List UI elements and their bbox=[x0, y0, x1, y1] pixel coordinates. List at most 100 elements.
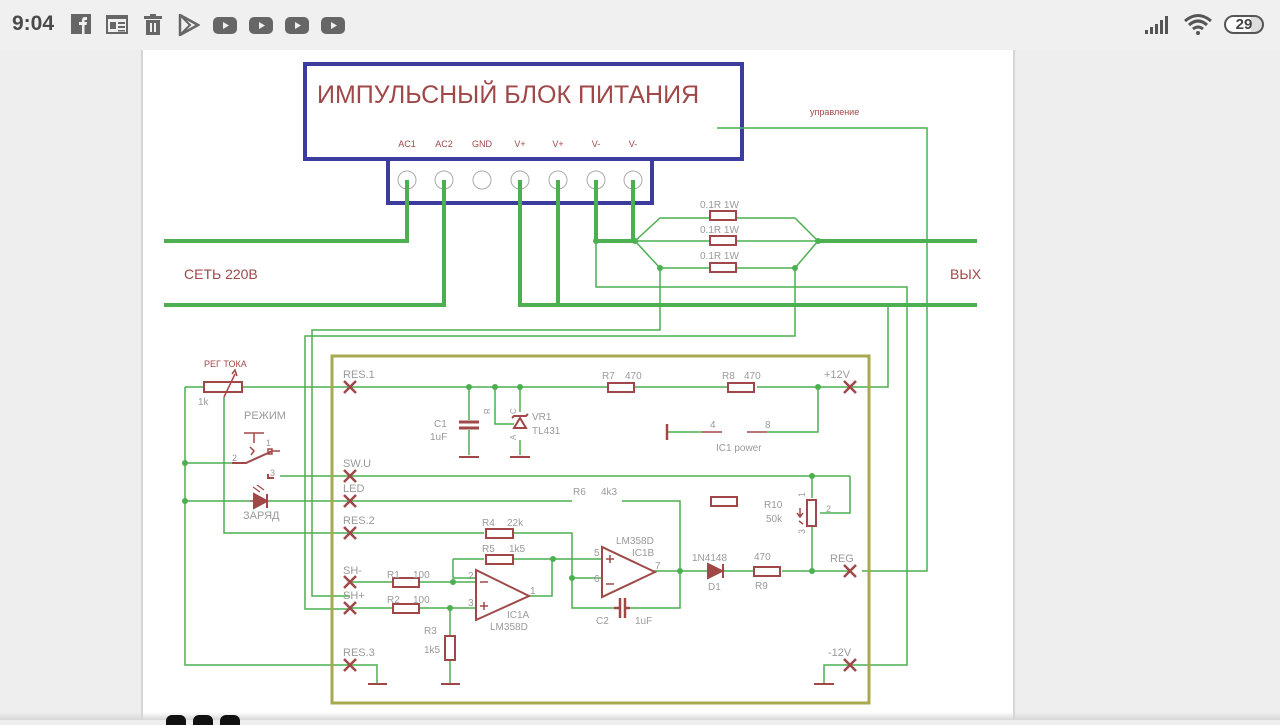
component-value: 1uF bbox=[430, 432, 447, 443]
charge-led: ЗАРЯД bbox=[243, 484, 280, 522]
youtube-icon[interactable] bbox=[249, 17, 273, 34]
psu-pin-label: AC2 bbox=[435, 139, 453, 149]
pad-label: SH- bbox=[343, 565, 362, 577]
trash-icon[interactable] bbox=[143, 14, 163, 35]
component-name: R4 bbox=[482, 518, 495, 529]
nav-handle bbox=[166, 715, 186, 725]
capacitor-c1: C1 1uF bbox=[430, 419, 479, 458]
component-name: R7 bbox=[602, 371, 615, 382]
capacitor-c2 bbox=[614, 598, 630, 618]
status-time: 9:04 bbox=[12, 12, 55, 35]
pin-label: 8 bbox=[765, 420, 771, 431]
trimmer-r10 bbox=[806, 499, 817, 527]
component-name: R3 bbox=[424, 626, 437, 637]
pin-label: 2 bbox=[826, 504, 831, 514]
pad-label: RES.2 bbox=[343, 515, 375, 527]
pad-label: -12V bbox=[828, 647, 852, 659]
component-name: VR1 bbox=[532, 412, 552, 423]
pin-label: 3 bbox=[797, 529, 807, 534]
trimmer-arrow-icon bbox=[796, 508, 804, 525]
component-value: LM358D bbox=[490, 622, 528, 633]
board-pads: RES.1 SW.U LED RES.2 SH- SH+ RES.3 +12V … bbox=[342, 369, 858, 673]
shunt-resistor bbox=[709, 235, 737, 246]
pin-label: 1 bbox=[797, 492, 807, 497]
component-value: TL431 bbox=[532, 426, 561, 437]
resistor-r7 bbox=[607, 382, 635, 393]
control-board-outline bbox=[330, 354, 871, 705]
switch-pin: 2 bbox=[232, 453, 237, 463]
pin-label: 2 bbox=[468, 571, 474, 582]
shunt-label: 0.1R 1W bbox=[700, 251, 739, 262]
component-value: 100 bbox=[413, 570, 430, 581]
bottom-bar-shadow bbox=[0, 712, 1280, 720]
shunt-resistor bbox=[709, 262, 737, 273]
pad-label: SH+ bbox=[343, 590, 365, 602]
battery-indicator: 29 bbox=[1224, 15, 1264, 34]
resistor-r8 bbox=[727, 382, 755, 393]
facebook-icon[interactable] bbox=[71, 14, 91, 34]
pad-label: RES.1 bbox=[343, 369, 375, 381]
shunt-resistor bbox=[709, 210, 737, 221]
component-name: C2 bbox=[596, 616, 609, 627]
status-bar: 9:04 29 bbox=[0, 0, 1280, 50]
pin-label: 7 bbox=[655, 561, 661, 572]
pin-label: 1 bbox=[530, 586, 536, 597]
youtube-icon[interactable] bbox=[213, 17, 237, 34]
pin-label: 4 bbox=[710, 420, 716, 431]
pad-label: REG bbox=[830, 553, 854, 565]
pot-label: РЕГ ТОКА bbox=[204, 359, 247, 369]
psu-pin-label: V- bbox=[629, 139, 638, 149]
resistor-r2 bbox=[392, 603, 420, 614]
resistor-r6 bbox=[710, 496, 738, 507]
resistor-r5 bbox=[485, 554, 514, 565]
news-icon[interactable] bbox=[106, 14, 128, 34]
pin-label: 5 bbox=[594, 548, 600, 559]
control-label: управление bbox=[810, 107, 859, 117]
component-name: R10 bbox=[764, 500, 783, 511]
nav-handle bbox=[193, 715, 213, 725]
pot-value: 1k bbox=[198, 397, 210, 408]
psu-pin-label: V- bbox=[592, 139, 601, 149]
power-wires bbox=[164, 180, 977, 307]
pad-label: RES.3 bbox=[343, 647, 375, 659]
youtube-icon[interactable] bbox=[285, 17, 309, 34]
youtube-icon[interactable] bbox=[321, 17, 345, 34]
psu-pin-label: V+ bbox=[552, 139, 563, 149]
component-name: D1 bbox=[708, 582, 721, 593]
wifi-icon bbox=[1184, 14, 1212, 35]
pin-label: 6 bbox=[594, 574, 600, 585]
component-value: LM358D bbox=[616, 536, 654, 547]
component-value: 1N4148 bbox=[692, 553, 727, 564]
pin-label: R bbox=[483, 408, 492, 414]
schematic-diagram: ИМПУЛЬСНЫЙ БЛОК ПИТАНИЯ AC1 AC2 GND V+ V… bbox=[164, 62, 982, 705]
ic-power-label: IC1 power bbox=[716, 443, 762, 454]
play-store-icon[interactable] bbox=[178, 14, 200, 36]
pin-label: 3 bbox=[468, 598, 474, 609]
switch-pin: 3 bbox=[270, 468, 275, 478]
component-value: 1k5 bbox=[509, 544, 526, 555]
pin-label: A bbox=[509, 434, 518, 440]
component-name: C1 bbox=[434, 419, 447, 430]
component-name: R2 bbox=[387, 595, 400, 606]
opamp-ic1a: 2 3 1 IC1A LM358D bbox=[468, 568, 536, 633]
component-value: 4k3 bbox=[601, 487, 618, 498]
component-value: 470 bbox=[744, 371, 761, 382]
resistor-r1 bbox=[392, 577, 420, 588]
ic1-power: 4 8 IC1 power bbox=[665, 420, 771, 454]
switch-pin: 1 bbox=[266, 438, 271, 448]
signal-icon bbox=[1145, 16, 1168, 34]
nav-handle bbox=[220, 715, 240, 725]
component-value: 50k bbox=[766, 514, 783, 525]
component-name: R1 bbox=[387, 570, 400, 581]
led-label: ЗАРЯД bbox=[243, 510, 280, 522]
signal-wires bbox=[184, 127, 928, 684]
psu-title: ИМПУЛЬСНЫЙ БЛОК ПИТАНИЯ bbox=[317, 79, 699, 109]
mains-label: СЕТЬ 220В bbox=[184, 266, 258, 282]
diode-d1 bbox=[707, 562, 725, 580]
pad-label: LED bbox=[343, 483, 364, 495]
shunt-label: 0.1R 1W bbox=[700, 200, 739, 211]
component-name: IC1B bbox=[632, 548, 655, 559]
psu-block: ИМПУЛЬСНЫЙ БЛОК ПИТАНИЯ AC1 AC2 GND V+ V… bbox=[303, 62, 859, 205]
schematic-page[interactable]: ИМПУЛЬСНЫЙ БЛОК ПИТАНИЯ AC1 AC2 GND V+ V… bbox=[141, 50, 1015, 720]
pad-label: +12V bbox=[824, 369, 851, 381]
